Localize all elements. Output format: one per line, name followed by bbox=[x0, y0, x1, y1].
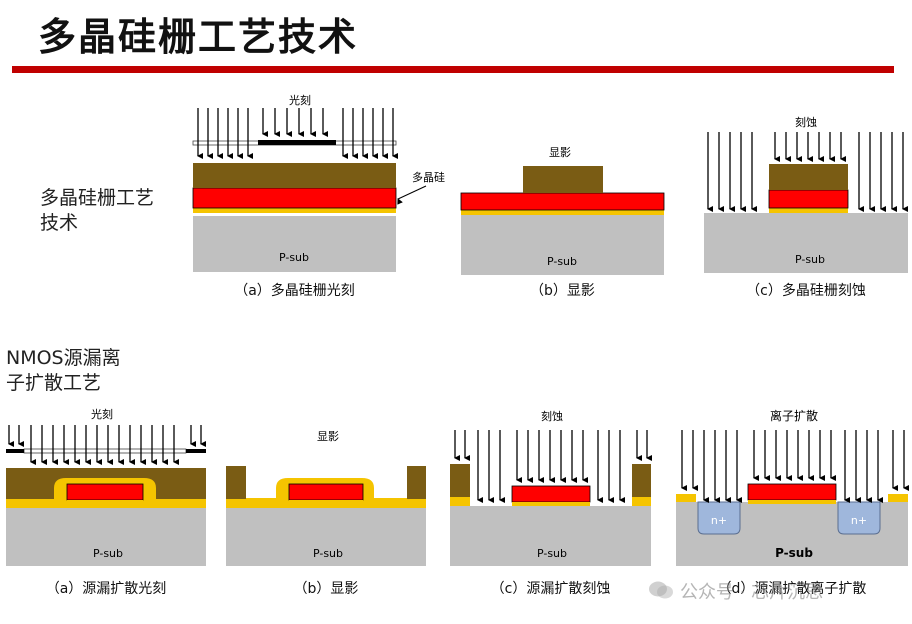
top-a-label-psub: P-sub bbox=[279, 251, 309, 264]
bottom-a-poly bbox=[66, 483, 144, 501]
bottom-d-gate-oxide bbox=[748, 500, 836, 504]
top-b-label-psub: P-sub bbox=[547, 255, 577, 268]
page-title: 多晶硅栅工艺技术 bbox=[38, 14, 359, 59]
bottom-d-diagram: 离子扩散 n+ n+ P-sub bbox=[676, 408, 909, 566]
top-c-etch-arrows bbox=[707, 132, 908, 212]
bottom-d-label-psub: P-sub bbox=[775, 546, 813, 560]
top-a-label-poly: 多晶硅 bbox=[412, 170, 445, 184]
top-a-diagram: 光刻 P-sub 多晶硅 bbox=[192, 93, 445, 272]
top-a-label-litho: 光刻 bbox=[289, 93, 311, 107]
caption-bottom-c: （c）源漏扩散刻蚀 bbox=[490, 581, 611, 597]
bottom-d-nplus-left bbox=[697, 501, 741, 535]
bottom-d-oxide-right bbox=[888, 494, 908, 502]
top-a-resist bbox=[193, 163, 396, 188]
bottom-c-poly bbox=[511, 485, 591, 503]
top-a-uv-arrows bbox=[197, 108, 398, 159]
top-c-substrate bbox=[704, 213, 908, 273]
top-b-substrate bbox=[461, 215, 664, 275]
bottom-b-label-psub: P-sub bbox=[313, 547, 343, 560]
top-c-resist bbox=[769, 164, 848, 190]
caption-bottom-a: （a）源漏扩散光刻 bbox=[45, 581, 167, 597]
bottom-c-oxide-right bbox=[632, 497, 651, 506]
bottom-d-label-ion: 离子扩散 bbox=[770, 408, 818, 423]
bottom-c-resist-right bbox=[632, 464, 651, 497]
top-c-diagram: 刻蚀 P-sub bbox=[704, 115, 908, 273]
title-underline bbox=[12, 66, 894, 73]
caption-bottom-d: （d）源漏扩散离子扩散 bbox=[717, 581, 867, 597]
bottom-b-gate-oxide bbox=[289, 500, 363, 504]
bottom-a-uv-arrows bbox=[8, 425, 206, 465]
bottom-b-resist-right bbox=[407, 466, 426, 499]
bottom-a-label-psub: P-sub bbox=[93, 547, 123, 560]
bottom-c-oxide-left bbox=[450, 497, 470, 506]
top-c-poly bbox=[768, 189, 849, 209]
bottom-a-mask-opening bbox=[23, 448, 187, 454]
bottom-d-label-nplus-left: n+ bbox=[711, 514, 727, 527]
bottom-b-label-develop: 显影 bbox=[317, 430, 339, 443]
top-a-oxide bbox=[193, 208, 396, 213]
top-b-label-develop: 显影 bbox=[549, 146, 571, 159]
bottom-c-substrate bbox=[450, 506, 651, 566]
section-label-nmos: NMOS源漏离 子扩散工艺 bbox=[6, 347, 121, 394]
caption-top-c: （c）多晶硅栅刻蚀 bbox=[746, 283, 866, 299]
bottom-c-label-psub: P-sub bbox=[537, 547, 567, 560]
bottom-c-diagram: 刻蚀 P-sub bbox=[450, 409, 652, 566]
bottom-b-resist-left bbox=[226, 466, 246, 499]
top-c-label-etch: 刻蚀 bbox=[795, 115, 817, 129]
top-c-label-psub: P-sub bbox=[795, 253, 825, 266]
bottom-b-diagram: 显影 P-sub bbox=[226, 430, 426, 566]
bottom-c-label-etch: 刻蚀 bbox=[541, 409, 563, 423]
bottom-b-poly bbox=[288, 483, 364, 501]
bottom-a-label-litho: 光刻 bbox=[91, 407, 113, 421]
bottom-c-gate-oxide bbox=[512, 502, 590, 506]
section-label-poly-gate: 多晶硅栅工艺 技术 bbox=[40, 187, 155, 234]
bottom-a-substrate bbox=[6, 508, 206, 566]
caption-bottom-b: （b）显影 bbox=[293, 581, 359, 597]
caption-top-b: （b）显影 bbox=[530, 283, 595, 299]
top-b-oxide bbox=[461, 210, 664, 215]
watermark-text: 公众号 · 芯片沉思 bbox=[680, 582, 824, 603]
bottom-d-ion-arrows bbox=[681, 430, 909, 503]
bottom-c-resist-left bbox=[450, 464, 470, 497]
top-a-poly-pointer bbox=[397, 185, 427, 205]
bottom-c-etch-arrows bbox=[454, 430, 652, 503]
bottom-d-nplus-right bbox=[837, 501, 881, 535]
top-a-poly bbox=[192, 187, 397, 209]
bottom-a-gate-oxide bbox=[67, 500, 143, 504]
bottom-d-poly bbox=[747, 483, 837, 501]
bottom-d-label-nplus-right: n+ bbox=[851, 514, 867, 527]
caption-top-a: （a）多晶硅栅光刻 bbox=[234, 283, 355, 299]
top-a-mask-opaque bbox=[258, 140, 336, 145]
wechat-watermark-icon bbox=[649, 581, 673, 599]
bottom-b-substrate bbox=[226, 508, 426, 566]
bottom-a-diagram: 光刻 P-sub bbox=[6, 407, 206, 566]
top-b-diagram: 显影 P-sub bbox=[460, 146, 665, 275]
top-a-substrate bbox=[193, 216, 396, 272]
top-b-resist bbox=[523, 166, 603, 193]
top-c-oxide bbox=[769, 208, 848, 213]
bottom-d-oxide-left bbox=[676, 494, 696, 502]
top-b-poly bbox=[460, 192, 665, 211]
